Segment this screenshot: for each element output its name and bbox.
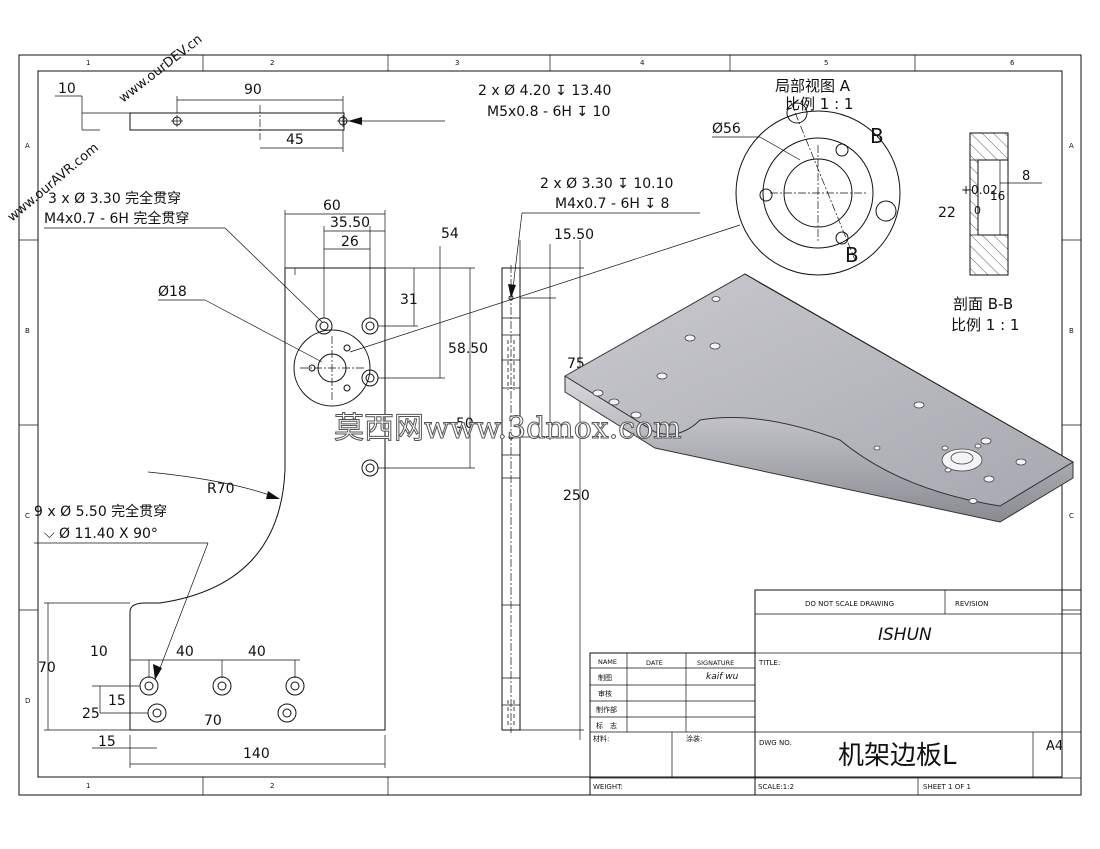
- row-label: B: [1069, 327, 1074, 335]
- scale-label: SCALE:1:2: [758, 783, 794, 791]
- dim-15b-label: 15: [98, 734, 116, 750]
- dim-40b-label: 40: [248, 644, 266, 660]
- title-block: DO NOT SCALE DRAWING REVISION ISHUN TITL…: [589, 589, 1082, 796]
- company-name: ISHUN: [878, 625, 932, 645]
- frame-column-labels: 1 2 3 4 5 6 1 2 A B C D A B C: [25, 59, 1074, 790]
- dim-16-label: 16: [990, 189, 1005, 203]
- top-hole-note-1: 2 x Ø 4.20 ↧ 13.40: [478, 83, 611, 99]
- sheet-frame: [18, 54, 1082, 796]
- dim-15-50-label: 15.50: [554, 227, 594, 243]
- col-label: 3: [455, 59, 459, 67]
- dim-70v-label: 70: [38, 660, 56, 676]
- do-not-scale-label: DO NOT SCALE DRAWING: [805, 600, 894, 608]
- weight-label: WEIGHT:: [593, 783, 623, 791]
- dim-10b-label: 10: [90, 644, 108, 660]
- sheet-size: A4: [1046, 739, 1063, 754]
- section-label-b-top: B: [870, 124, 884, 148]
- dim-58-50-label: 58.50: [448, 341, 488, 357]
- dim-15a-label: 15: [108, 693, 126, 709]
- dim-r70-label: R70: [207, 481, 235, 497]
- dim-d56-label: Ø56: [712, 121, 741, 137]
- dim-22-label: 22: [938, 205, 956, 221]
- dim-90-label: 90: [244, 82, 262, 98]
- col-label: 1: [86, 782, 90, 790]
- detail-scale: 比例 1 : 1: [785, 95, 853, 113]
- dim-tol2-label: 0: [974, 204, 981, 217]
- dim-10-label: 10: [58, 81, 76, 97]
- row-check-label: 审核: [598, 689, 612, 698]
- dim-25-label: 25: [82, 706, 100, 722]
- side-view: 15.50 75 250 2 x Ø 3.30 ↧ 10.10 M4x0.7 -…: [501, 176, 700, 740]
- dim-31-label: 31: [400, 292, 418, 308]
- side-note-2: M4x0.7 - 6H ↧ 8: [555, 196, 669, 212]
- sheet-count-label: SHEET 1 OF 1: [923, 783, 971, 791]
- material-label: 材料:: [593, 734, 609, 743]
- section-view-bb: 8 +0.02 16 0 22 剖面 B-B 比例 1 : 1: [938, 132, 1042, 334]
- col-label: 5: [824, 59, 828, 67]
- front-holes: [139, 317, 379, 723]
- col-name-label: NAME: [598, 658, 617, 666]
- watermark-3dmox: 莫西网www.3dmox.com: [334, 411, 682, 446]
- row-label: A: [1069, 142, 1074, 150]
- row-mark-label: 标 志: [596, 721, 617, 730]
- section-label-b-bottom: B: [845, 243, 859, 267]
- side-note-1: 2 x Ø 3.30 ↧ 10.10: [540, 176, 673, 192]
- note-3x-1: 3 x Ø 3.30 完全贯穿: [48, 190, 181, 207]
- signature-text: kaif wu: [706, 672, 739, 682]
- watermark-ourdev: www.ourDEV.cn: [116, 32, 205, 106]
- col-date-label: DATE: [646, 659, 663, 667]
- part-name: 机架边板L: [838, 741, 957, 771]
- dim-140-label: 140: [243, 746, 270, 762]
- detail-title: 局部视图 A: [775, 77, 851, 95]
- note-3x-2: M4x0.7 - 6H 完全贯穿: [44, 210, 189, 227]
- row-make-label: 制作部: [596, 705, 617, 714]
- dwg-no-label: DWG NO.: [759, 739, 792, 747]
- row-label: B: [25, 327, 30, 335]
- note-9x-2: ⌵ Ø 11.40 X 90°: [44, 526, 158, 542]
- section-title: 剖面 B-B: [953, 295, 1013, 313]
- dim-tol-label: +0.02: [961, 183, 998, 197]
- row-draw-label: 制图: [598, 673, 612, 682]
- col-label: 2: [270, 59, 274, 67]
- dim-8-label: 8: [1022, 169, 1030, 184]
- col-label: 4: [640, 59, 645, 67]
- title-label: TITLE:: [758, 659, 780, 667]
- detail-view-a: 局部视图 A 比例 1 : 1 Ø56 B B: [712, 77, 901, 276]
- dim-40a-label: 40: [176, 644, 194, 660]
- dim-54-label: 54: [441, 226, 459, 242]
- dim-60-label: 60: [323, 198, 341, 214]
- detail-leader-line: [349, 224, 741, 353]
- dim-250-label: 250: [563, 488, 590, 504]
- col-label: 2: [270, 782, 274, 790]
- dim-d18-label: Ø18: [158, 284, 187, 300]
- dim-26-label: 26: [341, 234, 359, 250]
- front-view: 60 35.50 26 31 54 58.50 50 3 x Ø 3.30 完全…: [34, 190, 488, 768]
- dim-70h-label: 70: [204, 713, 222, 729]
- row-label: C: [1069, 512, 1074, 520]
- finish-label: 涂装:: [686, 734, 702, 743]
- col-label: 1: [86, 59, 90, 67]
- row-label: A: [25, 142, 30, 150]
- isometric-view: [564, 273, 1074, 523]
- section-scale: 比例 1 : 1: [951, 316, 1019, 334]
- top-view: 90 45 10 2 x Ø 4.20 ↧ 13.40 M5x0.8 - 6H …: [55, 81, 611, 152]
- col-signature-label: SIGNATURE: [697, 659, 734, 667]
- row-label: D: [25, 697, 30, 705]
- note-9x-1: 9 x Ø 5.50 完全贯穿: [34, 503, 167, 520]
- revision-label: REVISION: [955, 600, 988, 608]
- dim-50-label: 50: [456, 416, 474, 432]
- dim-45-label: 45: [286, 132, 304, 148]
- top-hole-note-2: M5x0.8 - 6H ↧ 10: [487, 104, 610, 120]
- dim-35-50-label: 35.50: [330, 215, 370, 231]
- col-label: 6: [1010, 59, 1015, 67]
- row-label: C: [25, 512, 30, 520]
